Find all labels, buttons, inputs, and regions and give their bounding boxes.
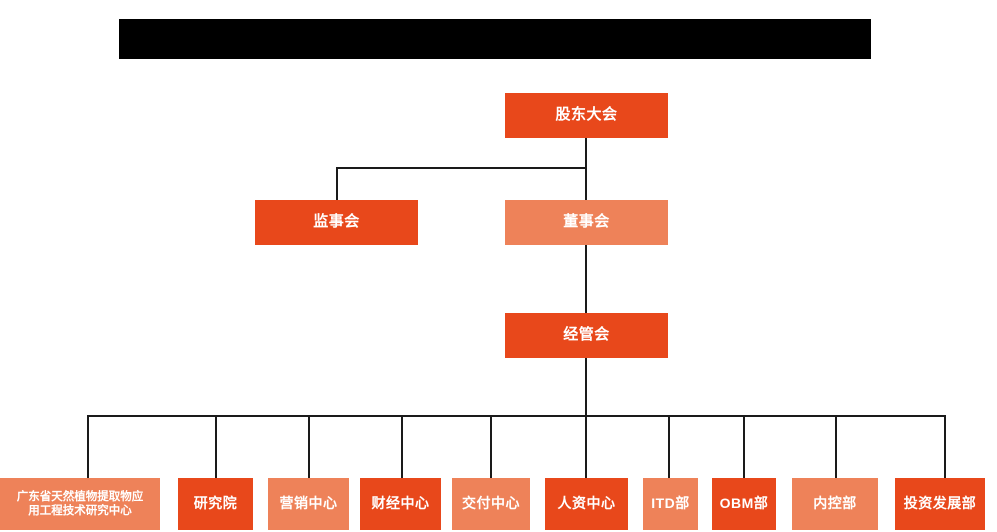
connector-departments-bus: [87, 415, 946, 417]
node-hr-center[interactable]: 人资中心: [545, 478, 628, 530]
node-marketing-center[interactable]: 营销中心: [268, 478, 349, 530]
connector-drop-internal-control-dept: [835, 415, 837, 480]
connector-mgmt-down: [585, 358, 587, 416]
node-investment-development-dept[interactable]: 投资发展部: [895, 478, 985, 530]
node-gd-natural-plant-extract-center[interactable]: 广东省天然植物提取物应 用工程技术研究中心: [0, 478, 160, 530]
connector-drop-finance-center: [401, 415, 403, 480]
node-board-of-directors[interactable]: 董事会: [505, 200, 668, 245]
node-management-committee[interactable]: 经管会: [505, 313, 668, 358]
node-internal-control-dept[interactable]: 内控部: [792, 478, 878, 530]
node-itd-dept[interactable]: ITD部: [643, 478, 698, 530]
node-supervisory-board[interactable]: 监事会: [255, 200, 418, 245]
connector-drop-delivery-center: [490, 415, 492, 480]
node-gd-center-line1: 广东省天然植物提取物应: [16, 490, 144, 503]
connector-shareholders-down: [585, 138, 587, 168]
redacted-title-bar: [119, 19, 871, 59]
node-research-institute[interactable]: 研究院: [178, 478, 253, 530]
node-obm-dept[interactable]: OBM部: [712, 478, 776, 530]
connector-drop-hr-center: [585, 415, 587, 480]
connector-drop-research-institute: [215, 415, 217, 480]
connector-drop-itd-dept: [668, 415, 670, 480]
connector-drop-obm-dept: [743, 415, 745, 480]
node-finance-center[interactable]: 财经中心: [360, 478, 441, 530]
node-shareholders-meeting[interactable]: 股东大会: [505, 93, 668, 138]
connector-drop-investment-dev-dept: [944, 415, 946, 480]
connector-level2-bus: [336, 167, 587, 169]
connector-supervisory-down: [336, 167, 338, 200]
node-delivery-center[interactable]: 交付中心: [452, 478, 530, 530]
connector-board-down: [585, 167, 587, 200]
connector-board-to-mgmt: [585, 245, 587, 313]
node-gd-center-line2: 用工程技术研究中心: [28, 505, 132, 517]
connector-drop-gd-center: [87, 415, 89, 480]
connector-drop-marketing-center: [308, 415, 310, 480]
